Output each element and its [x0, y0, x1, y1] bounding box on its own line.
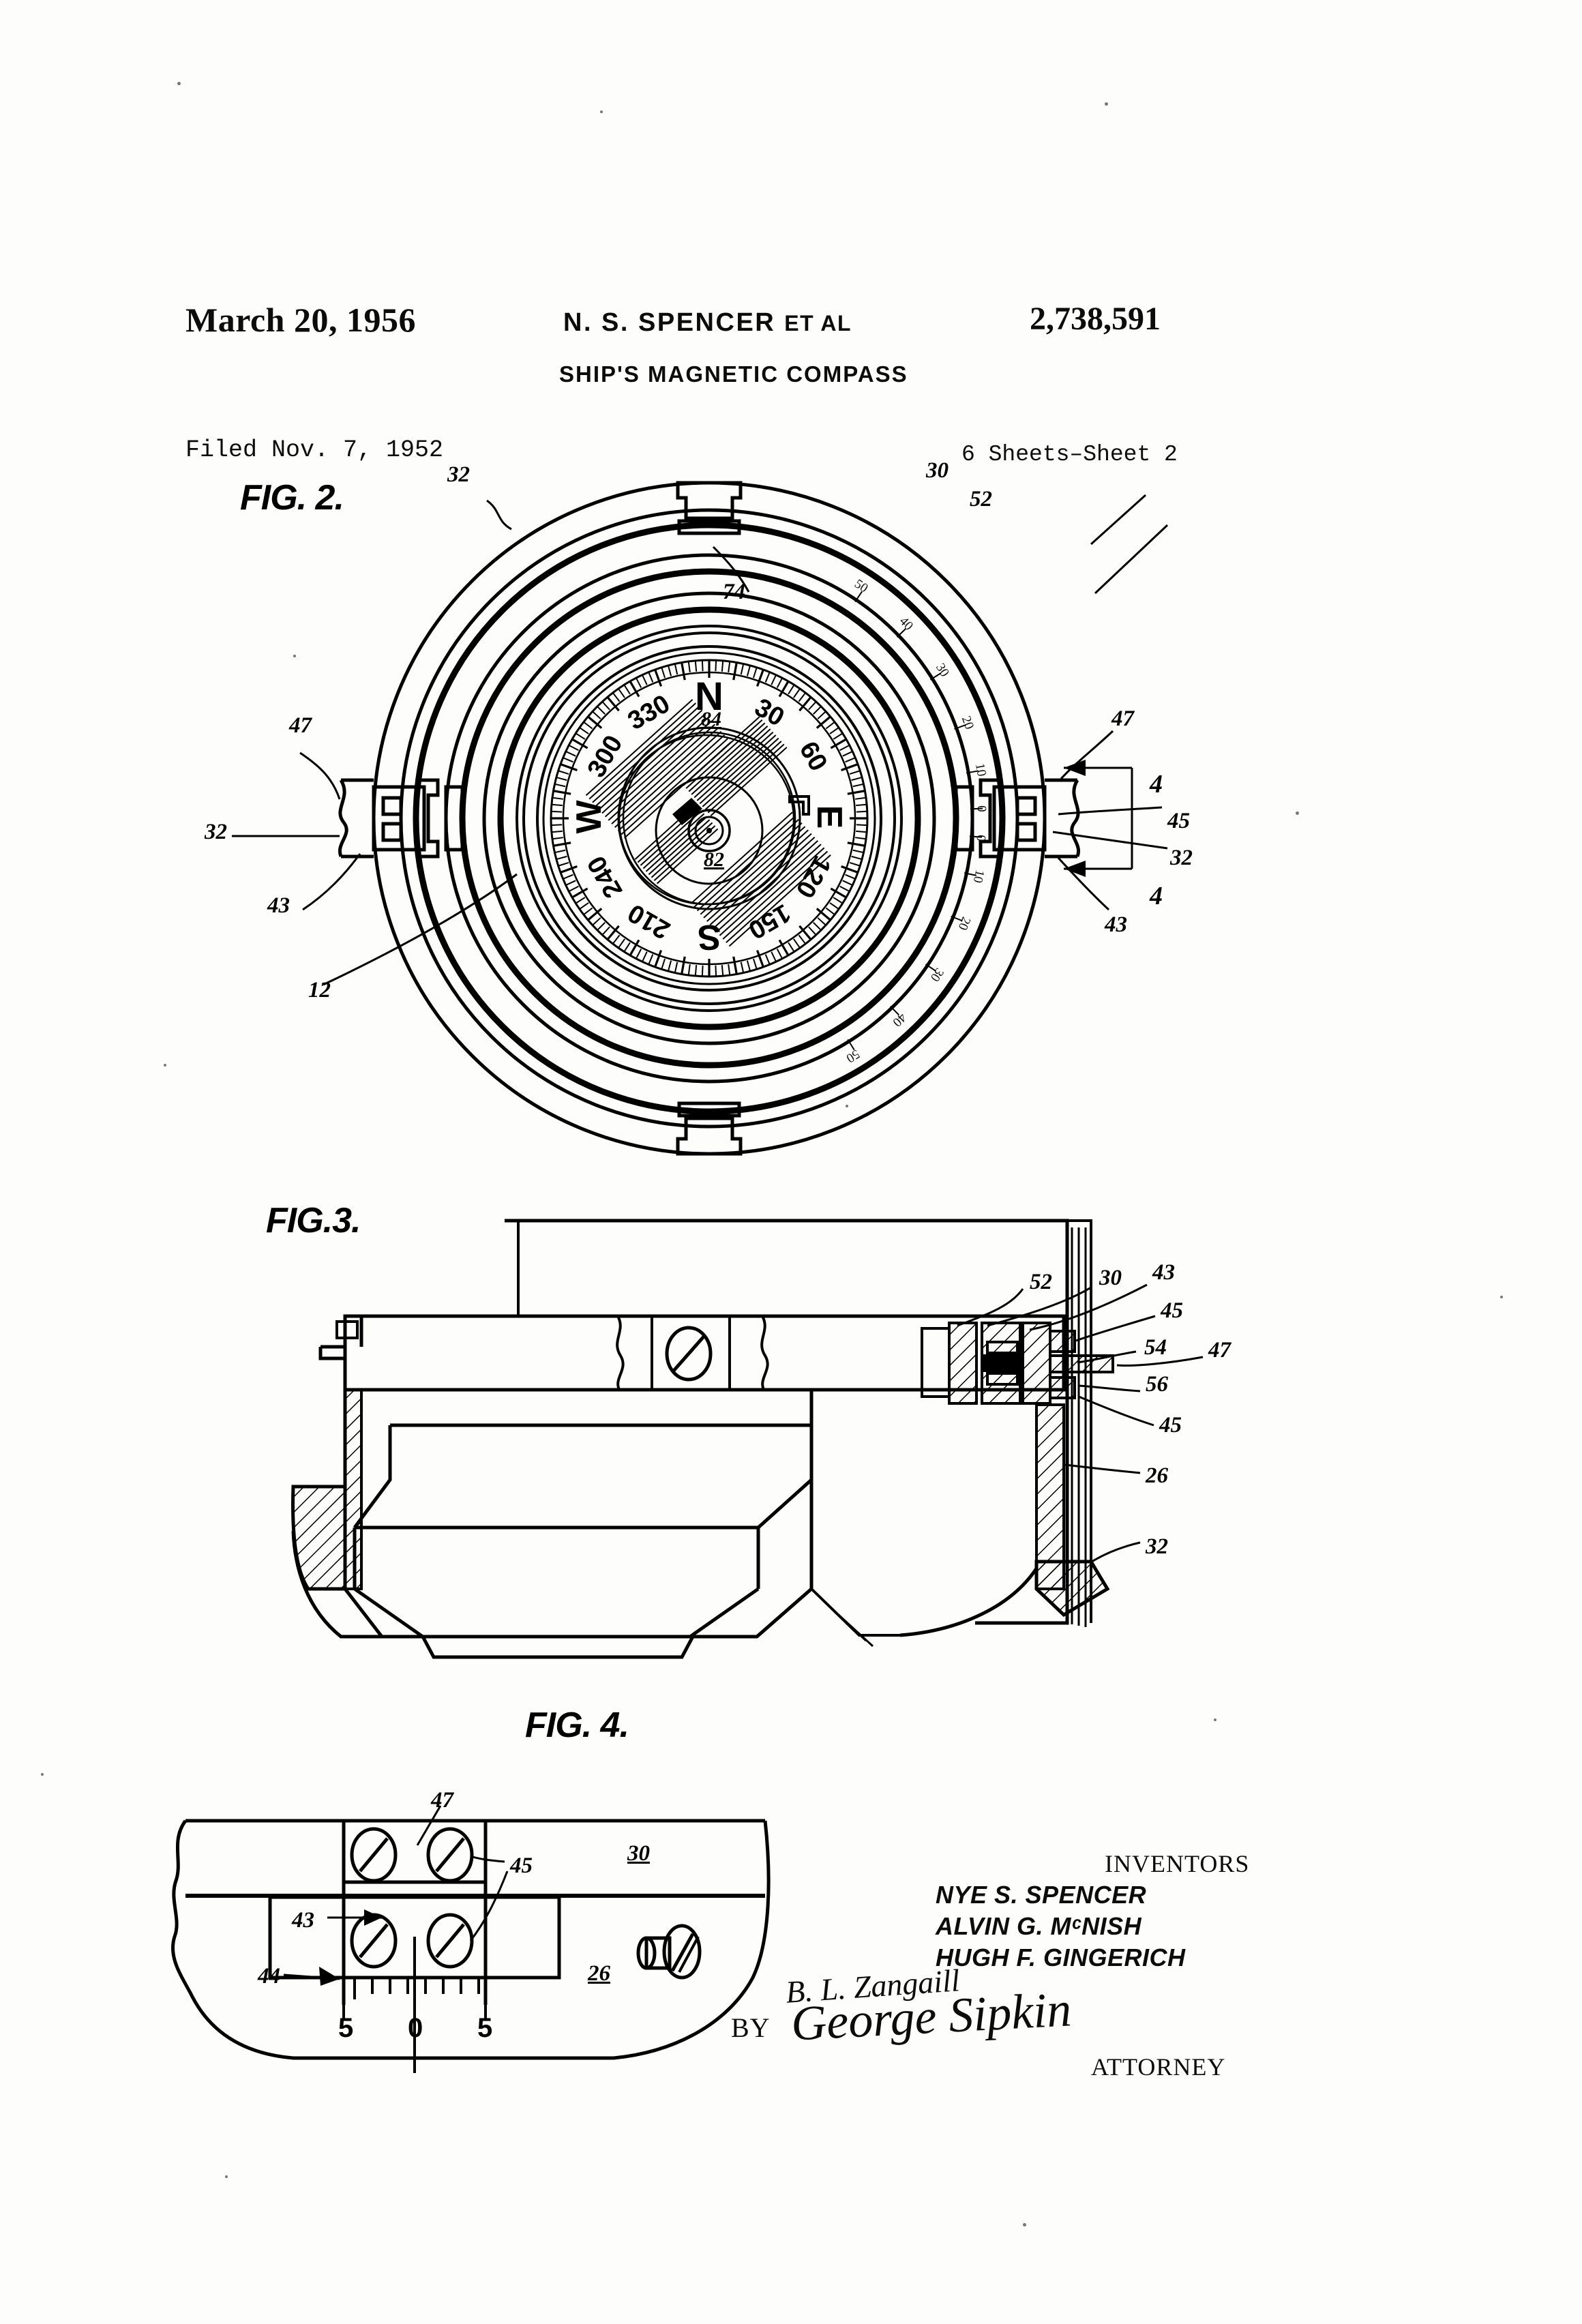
ref-numeral-52: 52	[970, 487, 992, 511]
ref-numeral-45: 45	[1159, 1413, 1182, 1437]
ref-numeral-54: 54	[1144, 1335, 1167, 1360]
inventor-headline: N. S. SPENCER ET AL	[563, 308, 852, 338]
scale-label-0: 5	[338, 2013, 354, 2043]
ref-numeral-74: 74	[723, 580, 745, 604]
ref-numeral-30: 30	[627, 1841, 650, 1866]
inventor-name-primary: N. S. SPENCER	[563, 308, 776, 337]
ref-numeral-12: 12	[308, 978, 331, 1002]
ref-numeral-4: 4	[1150, 882, 1163, 910]
patent-number: 2,738,591	[1030, 301, 1161, 337]
ref-numeral-82: 82	[704, 848, 724, 871]
ref-numeral-47: 47	[431, 1788, 453, 1813]
ref-numeral-56: 56	[1146, 1372, 1168, 1397]
ref-numeral-26: 26	[1146, 1463, 1168, 1488]
ref-numeral-43: 43	[1105, 912, 1127, 937]
ref-numeral-43: 43	[292, 1908, 314, 1933]
ref-numeral-4: 4	[1150, 770, 1163, 799]
ref-numeral-26: 26	[588, 1961, 610, 1986]
ref-numeral-47: 47	[1208, 1338, 1231, 1362]
ref-numeral-32: 32	[447, 462, 470, 487]
figure-2-caption: FIG. 2.	[240, 478, 344, 518]
ref-numeral-30: 30	[926, 458, 949, 483]
figure-3-caption: FIG.3.	[266, 1201, 361, 1240]
publication-date: March 20, 1956	[185, 301, 416, 339]
ref-numeral-45: 45	[1161, 1298, 1183, 1323]
filing-date: Filed Nov. 7, 1952	[185, 436, 444, 464]
ref-numeral-43: 43	[267, 893, 290, 918]
ref-numeral-47: 47	[1111, 706, 1134, 731]
ref-numeral-32: 32	[205, 820, 227, 844]
ref-numeral-32: 32	[1170, 846, 1193, 870]
inventor-name-3: HUGH F. GINGERICH	[936, 1943, 1186, 1971]
ref-numeral-47: 47	[289, 713, 312, 738]
rose-label-N: N	[695, 674, 723, 719]
ref-numeral-84: 84	[701, 708, 721, 730]
patent-title: SHIP'S MAGNETIC COMPASS	[559, 361, 908, 387]
inventor-name-2: ALVIN G. MᶜNISH	[936, 1912, 1142, 1940]
attorney-label: ATTORNEY	[1091, 2053, 1226, 2081]
inventor-name-1: NYE S. SPENCER	[936, 1881, 1147, 1909]
ref-numeral-44: 44	[258, 1964, 280, 1988]
scale-label-1: 0	[408, 2013, 423, 2043]
et-al-label: ET AL	[784, 311, 852, 336]
ref-numeral-43: 43	[1152, 1260, 1175, 1285]
sheet-count: 6 Sheets–Sheet 2	[961, 442, 1178, 467]
ref-numeral-52: 52	[1030, 1270, 1052, 1294]
scale-label-2: 5	[477, 2013, 493, 2043]
by-label: BY	[731, 2012, 771, 2043]
ref-numeral-45: 45	[1167, 809, 1190, 833]
ref-numeral-45: 45	[510, 1853, 533, 1878]
inventors-heading: INVENTORS	[1105, 1850, 1250, 1877]
ref-numeral-30: 30	[1099, 1266, 1122, 1290]
figure-4-caption: FIG. 4.	[525, 1705, 629, 1745]
ref-numeral-32: 32	[1146, 1534, 1168, 1559]
